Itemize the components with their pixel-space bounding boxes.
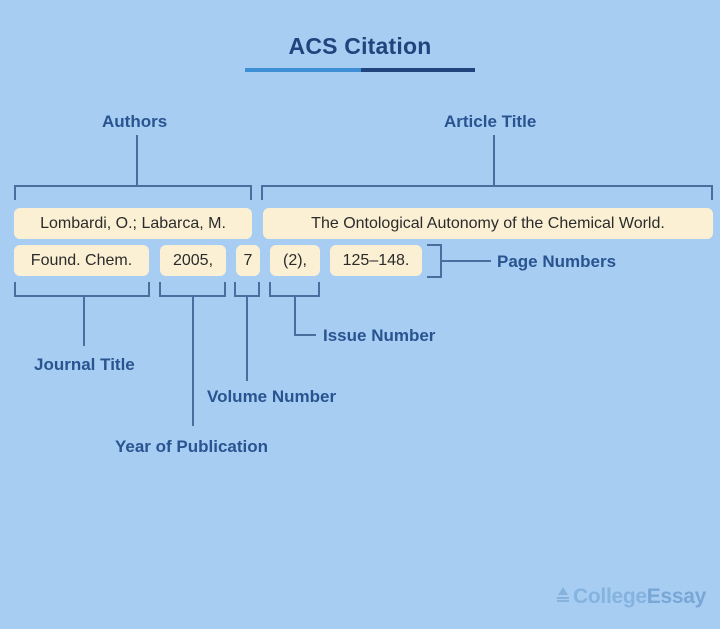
- article-bracket-left: [261, 185, 263, 200]
- pages-bracket-bottom: [427, 276, 441, 278]
- journal-bracket-right: [148, 282, 150, 296]
- year-bracket-right: [224, 282, 226, 296]
- label-journal-title: Journal Title: [34, 355, 135, 374]
- chip-volume: 7: [236, 245, 260, 276]
- page-title: ACS Citation: [288, 33, 432, 59]
- article-bracket-top: [261, 185, 713, 187]
- chip-article-title: The Ontological Autonomy of the Chemical…: [263, 208, 713, 239]
- volume-bracket-right: [258, 282, 260, 296]
- title-underline-dark: [361, 68, 475, 72]
- article-title-connector: [493, 135, 495, 186]
- label-year-of-publication: Year of Publication: [115, 437, 269, 456]
- chip-pages: 125–148.: [330, 245, 422, 276]
- volume-connector: [246, 296, 248, 381]
- pages-connector: [441, 260, 491, 262]
- issue-connector-horizontal: [294, 334, 316, 336]
- label-volume-number: Volume Number: [207, 387, 337, 406]
- journal-bracket-left: [14, 282, 16, 296]
- chip-issue: (2),: [270, 245, 320, 276]
- journal-bracket-bottom: [14, 295, 150, 297]
- article-bracket-right: [711, 185, 713, 200]
- authors-bracket-top: [14, 185, 252, 187]
- chip-journal: Found. Chem.: [14, 245, 149, 276]
- brand-name-part2: Essay: [646, 585, 707, 608]
- brand-logo: CollegeEssay: [556, 585, 706, 609]
- pages-bracket-top: [427, 244, 441, 246]
- year-connector: [192, 296, 194, 426]
- authors-bracket-right: [250, 185, 252, 200]
- brand-name-part1: College: [573, 585, 647, 608]
- journal-connector: [83, 296, 85, 346]
- label-authors: Authors: [102, 112, 168, 131]
- issue-bracket-left: [269, 282, 271, 296]
- chip-year: 2005,: [160, 245, 226, 276]
- authors-connector: [136, 135, 138, 186]
- mortarboard-icon: [556, 585, 570, 609]
- label-issue-number: Issue Number: [323, 326, 436, 345]
- year-bracket-left: [159, 282, 161, 296]
- title-underline-accent: [245, 68, 361, 72]
- issue-connector-vertical: [294, 296, 296, 335]
- label-article-title: Article Title: [444, 112, 537, 131]
- chip-authors: Lombardi, O.; Labarca, M.: [14, 208, 252, 239]
- label-page-numbers: Page Numbers: [497, 252, 617, 271]
- issue-bracket-right: [318, 282, 320, 296]
- authors-bracket-left: [14, 185, 16, 200]
- volume-bracket-left: [234, 282, 236, 296]
